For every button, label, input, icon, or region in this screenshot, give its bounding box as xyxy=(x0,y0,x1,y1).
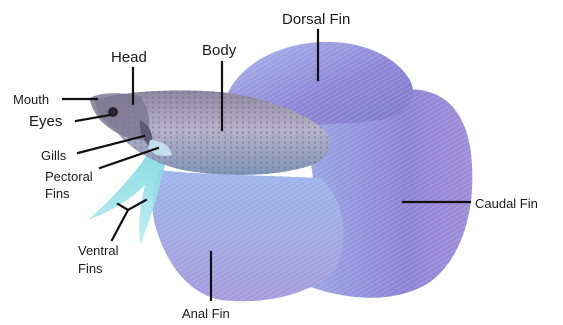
pectoral-fins-label-line2: Fins xyxy=(45,186,70,201)
gills-label: Gills xyxy=(41,148,67,163)
ventral-fins-label-line1: Ventral xyxy=(78,243,119,258)
eyes-label: Eyes xyxy=(29,113,62,130)
mouth-label: Mouth xyxy=(13,92,49,107)
ventral-fins-shape xyxy=(88,150,165,245)
body-label: Body xyxy=(202,42,237,59)
anal-fin-label: Anal Fin xyxy=(182,306,230,321)
pectoral-fins-label-line1: Pectoral xyxy=(45,169,93,184)
head-label: Head xyxy=(111,49,147,66)
caudal-fin-label: Caudal Fin xyxy=(475,196,538,211)
ventral-fins-label-line2: Fins xyxy=(78,261,103,276)
dorsal-fin-label: Dorsal Fin xyxy=(282,11,350,28)
